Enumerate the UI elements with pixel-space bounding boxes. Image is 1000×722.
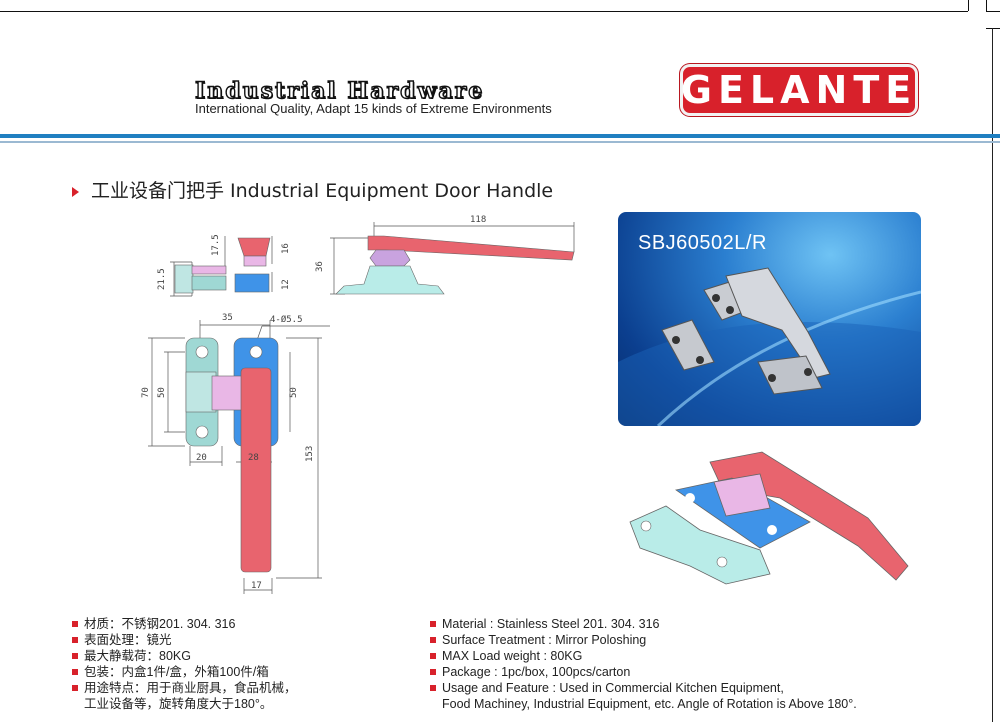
spec-item: MAX Load weight : 80KG xyxy=(430,648,857,664)
dim-label: 4-Ø5.5 xyxy=(270,314,303,325)
spec-item: Package : 1pc/box, 100pcs/carton xyxy=(430,664,857,680)
square-bullet-icon xyxy=(72,652,78,659)
dim-label: 16 xyxy=(281,243,291,254)
square-bullet-icon xyxy=(72,684,78,691)
spec-item: 工业设备等，旋转角度大于180°。 xyxy=(84,697,273,711)
product-photo: SBJ60502L/R xyxy=(618,212,921,426)
specs-cn: 材质：不锈钢201. 304. 316 表面处理：镜光 最大静载荷：80KG 包… xyxy=(72,616,297,712)
crop-mark xyxy=(986,11,1000,12)
spec-item: 材质：不锈钢201. 304. 316 xyxy=(72,616,297,632)
spec-item: 用途特点：用于商业厨具，食品机械， xyxy=(72,680,297,696)
header-title: Industrial Hardware xyxy=(194,77,485,104)
square-bullet-icon xyxy=(430,636,436,643)
model-number: SBJ60502L/R xyxy=(638,232,767,254)
square-bullet-icon xyxy=(430,620,436,627)
dim-label: 36 xyxy=(315,261,325,272)
dim-label: 50 xyxy=(289,387,299,398)
dim-label: 35 xyxy=(222,313,233,323)
square-bullet-icon xyxy=(72,636,78,643)
crop-mark xyxy=(968,0,969,11)
square-bullet-icon xyxy=(430,684,436,691)
specs-en: Material : Stainless Steel 201. 304. 316… xyxy=(430,616,857,712)
handle-photo-image xyxy=(618,267,921,426)
header-subtitle: International Quality, Adapt 15 kinds of… xyxy=(195,101,552,116)
spec-item: 表面处理：镜光 xyxy=(72,632,297,648)
section-title: 工业设备门把手 Industrial Equipment Door Handle xyxy=(72,176,553,203)
spec-item: Surface Treatment : Mirror Poloshing xyxy=(430,632,857,648)
dim-label: 28 xyxy=(248,453,259,463)
square-bullet-icon xyxy=(430,652,436,659)
spec-item: 包装：内盒1件/盒，外箱100件/箱 xyxy=(72,664,297,680)
crop-mark xyxy=(0,11,968,12)
header-divider xyxy=(0,134,1000,138)
brand-logo-text: GELANTE xyxy=(680,68,918,112)
dim-label: 21.5 xyxy=(157,268,167,290)
spec-item: Food Machiney, Industrial Equipment, etc… xyxy=(442,697,857,711)
dim-label: 118 xyxy=(470,215,486,225)
dim-label: 70 xyxy=(141,387,151,398)
spec-item: Usage and Feature : Used in Commercial K… xyxy=(430,680,857,696)
dim-label: 20 xyxy=(196,453,207,463)
technical-drawing: 118 17.5 16 21.5 36 12 35 4-Ø5.5 70 50 5… xyxy=(141,215,575,594)
crop-mark xyxy=(986,0,987,11)
square-bullet-icon xyxy=(430,668,436,675)
crop-mark xyxy=(986,28,1000,29)
triangle-bullet-icon xyxy=(72,186,79,197)
dim-label: 12 xyxy=(281,279,291,290)
dim-label: 50 xyxy=(157,387,167,398)
spec-item: Material : Stainless Steel 201. 304. 316 xyxy=(430,616,857,632)
crop-mark xyxy=(992,28,993,722)
render-3d xyxy=(629,451,909,585)
brand-logo: GELANTE xyxy=(680,64,918,116)
section-title-text: 工业设备门把手 Industrial Equipment Door Handle xyxy=(91,180,554,202)
dim-label: 17 xyxy=(251,581,262,591)
square-bullet-icon xyxy=(72,668,78,675)
spec-item: 最大静载荷：80KG xyxy=(72,648,297,664)
square-bullet-icon xyxy=(72,620,78,627)
dim-label: 17.5 xyxy=(211,234,221,256)
dim-label: 153 xyxy=(305,446,315,462)
header-divider-thin xyxy=(0,141,1000,143)
